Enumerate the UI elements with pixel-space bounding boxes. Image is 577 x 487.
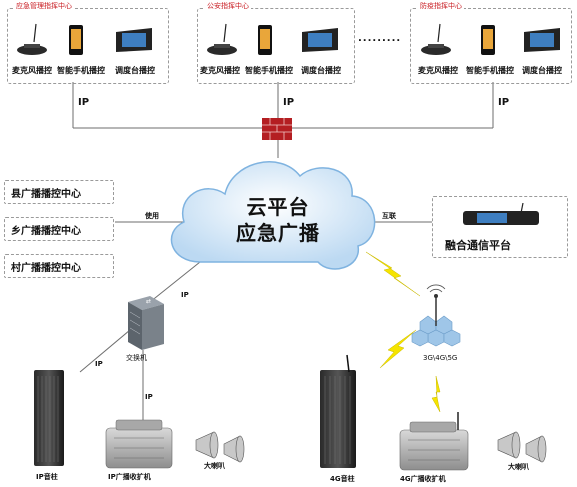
center-title-epidemic: 防疫指挥中心	[418, 2, 464, 11]
console-icon	[114, 26, 154, 58]
mic-label: 麦克风播控	[12, 66, 52, 75]
horn-left-label: 大喇叭	[204, 462, 225, 470]
firewall-icon	[262, 118, 292, 140]
console-label: 调度台播控	[301, 66, 341, 75]
fusion-console-icon	[463, 203, 539, 225]
phone-icon	[480, 24, 496, 60]
ellipsis: .........	[358, 33, 402, 44]
switch-down-ip-label: IP	[145, 393, 153, 401]
ip-amp-graphic	[105, 419, 173, 469]
phone-label: 智能手机播控	[466, 66, 514, 75]
mic-label: 麦克风播控	[200, 66, 240, 75]
left-col-ip-label: IP	[95, 360, 103, 368]
mic-icon	[418, 22, 452, 62]
cell-tower-graphic	[411, 284, 461, 347]
svg-text:⇄: ⇄	[146, 298, 151, 305]
switch-graphic: ⇄	[128, 296, 164, 350]
console-label: 调度台播控	[115, 66, 155, 75]
center-box-police	[197, 8, 355, 84]
tower-label: 3G\4G\5G	[423, 354, 458, 362]
phone-label: 智能手机播控	[57, 66, 105, 75]
cloud-line-1: 云平台	[246, 195, 310, 219]
phone-icon	[68, 24, 84, 60]
ip-amp-label: IP广播收扩机	[108, 473, 151, 481]
horn-right-label: 大喇叭	[508, 463, 529, 471]
g4-amp-label: 4G广播收扩机	[400, 475, 446, 483]
mic-label: 麦克风播控	[418, 66, 458, 75]
fusion-platform-label: 融合通信平台	[445, 239, 511, 252]
console-icon	[522, 26, 562, 58]
g4-column-label: 4G音柱	[330, 475, 355, 483]
horn-right-graphic	[497, 431, 547, 463]
ip-column-label: IP音柱	[36, 473, 58, 481]
phone-icon	[257, 24, 273, 60]
console-label: 调度台播控	[522, 66, 562, 75]
ip-label-police: IP	[283, 97, 295, 108]
center-box-epidemic	[410, 8, 572, 84]
level-box-county: 县广播播控中心	[4, 180, 114, 204]
switch-label: 交换机	[126, 354, 147, 362]
lightning-icons	[365, 251, 441, 413]
switch-ip-label: IP	[181, 291, 189, 299]
level-box-town: 乡广播播控中心	[4, 217, 114, 241]
ip-column-graphic	[34, 370, 64, 466]
g4-amp-graphic	[399, 412, 469, 471]
phone-label: 智能手机播控	[245, 66, 293, 75]
ip-label-emergency: IP	[78, 97, 90, 108]
use-label: 使用	[145, 212, 159, 220]
interconnect-label: 互联	[382, 212, 396, 220]
ip-label-epidemic: IP	[498, 97, 510, 108]
g4-column-graphic	[320, 354, 356, 468]
mic-icon	[204, 22, 238, 62]
center-title-emergency: 应急管理指挥中心	[14, 2, 74, 11]
mic-icon	[14, 22, 48, 62]
cloud-icon	[170, 161, 376, 270]
fusion-platform-box: 融合通信平台	[432, 196, 568, 258]
console-icon	[300, 26, 340, 58]
center-title-police: 公安指挥中心	[205, 2, 251, 11]
horn-left-graphic	[195, 431, 245, 463]
cloud-line-2: 应急广播	[236, 221, 320, 245]
cloud-title: 云平台 应急广播	[218, 194, 338, 246]
level-box-village: 村广播播控中心	[4, 254, 114, 278]
center-box-emergency	[7, 8, 169, 84]
